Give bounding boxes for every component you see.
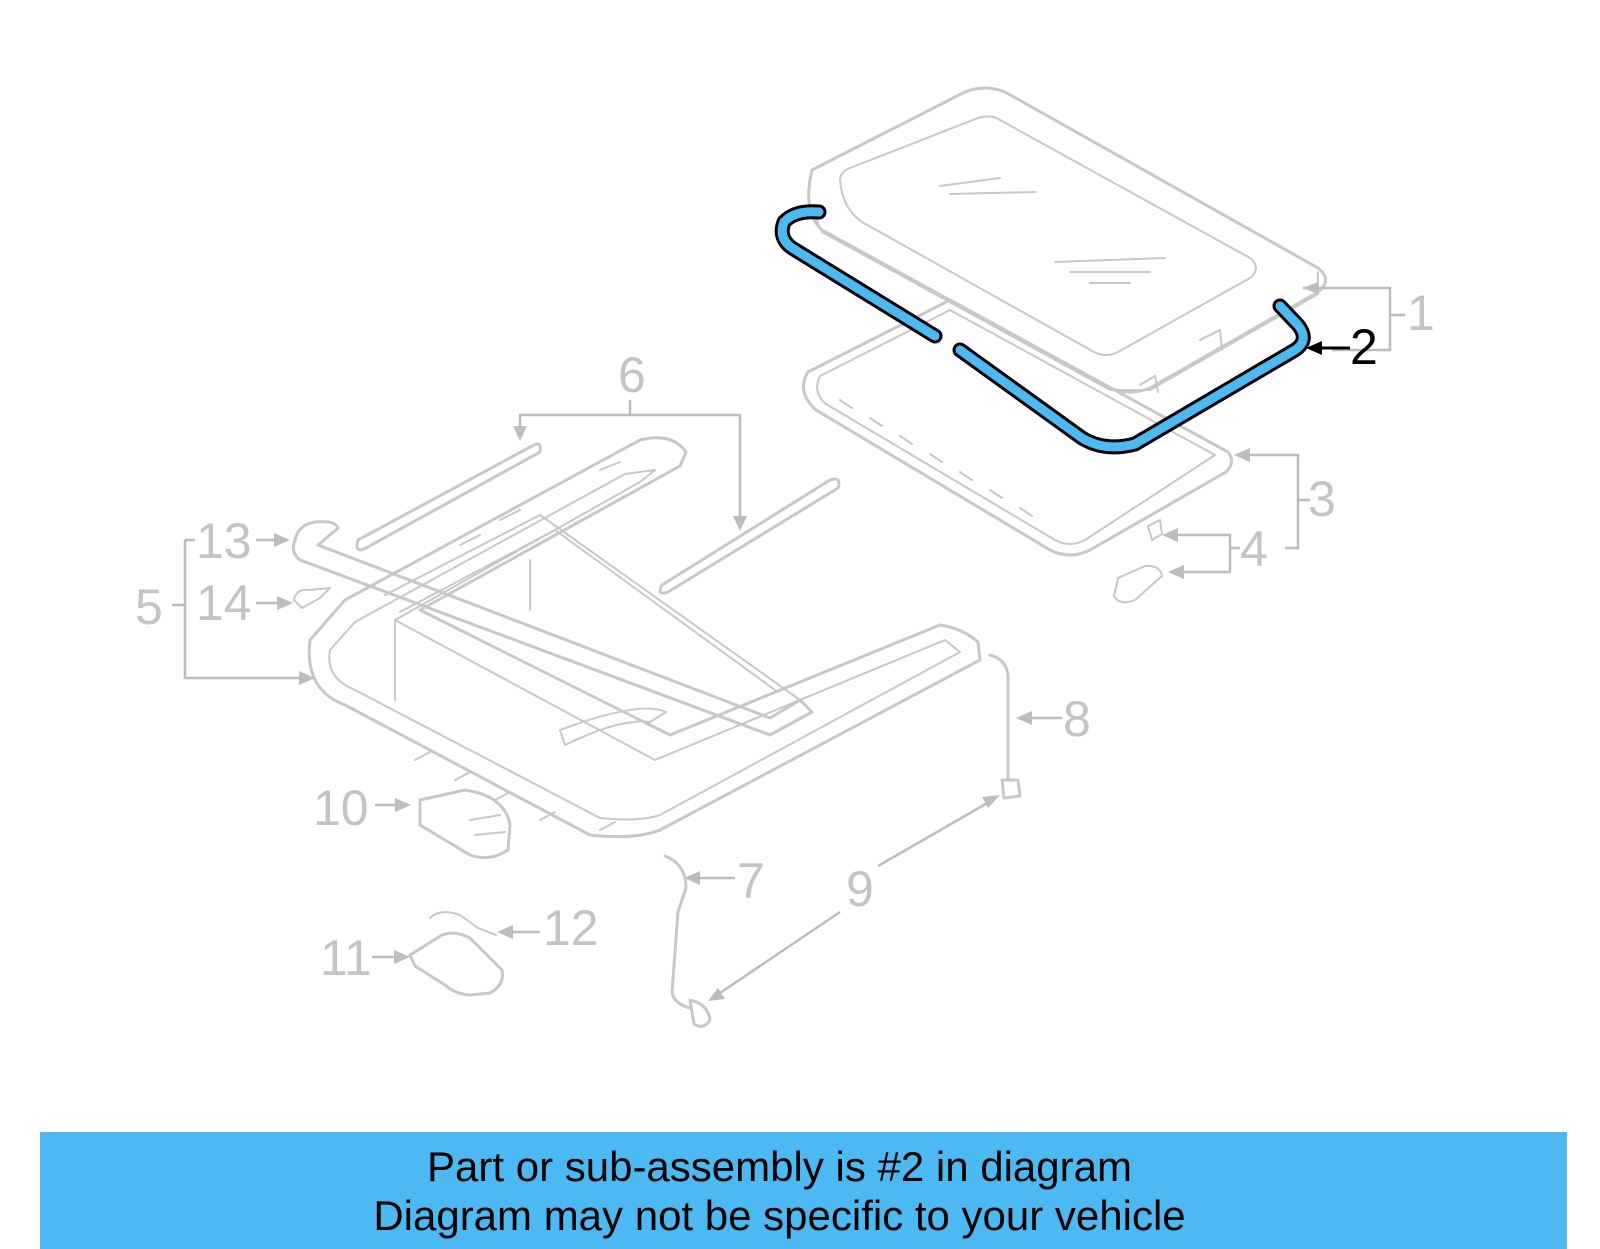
callout-11: 11 — [320, 930, 372, 986]
callout-7: 7 — [737, 853, 765, 909]
sunroof-motor — [418, 788, 512, 860]
callout-6: 6 — [618, 347, 646, 403]
callout-8: 8 — [1063, 691, 1091, 747]
sunroof-parts-diagram: 1 2 3 4 5 6 7 8 9 10 11 12 13 14 — [135, 86, 1435, 1028]
callout-14: 14 — [196, 575, 252, 631]
drain-hoses — [663, 653, 1022, 1028]
sunroof-seal-highlighted — [774, 204, 1311, 455]
small-clips — [293, 587, 331, 609]
sunroof-housing — [291, 436, 982, 839]
callout-12: 12 — [543, 900, 599, 956]
sunroof-glass-panel — [807, 86, 1327, 394]
callout-4: 4 — [1240, 521, 1268, 577]
callout-10: 10 — [313, 780, 369, 836]
caption-banner: Part or sub-assembly is #2 in diagram Di… — [40, 1132, 1567, 1249]
caption-line-1: Part or sub-assembly is #2 in diagram — [427, 1143, 1132, 1190]
callout-5: 5 — [135, 579, 163, 635]
caption-line-2: Diagram may not be specific to your vehi… — [373, 1192, 1186, 1239]
callout-9: 9 — [846, 861, 874, 917]
switch-and-clip — [408, 911, 504, 997]
guide-rails — [355, 442, 841, 595]
frame-brackets — [1113, 519, 1163, 604]
callout-3: 3 — [1308, 471, 1336, 527]
leader-lines — [172, 282, 1405, 1001]
glass-frame — [802, 298, 1233, 557]
callout-1: 1 — [1407, 285, 1435, 341]
callout-13: 13 — [196, 513, 252, 569]
callout-2: 2 — [1350, 319, 1378, 375]
